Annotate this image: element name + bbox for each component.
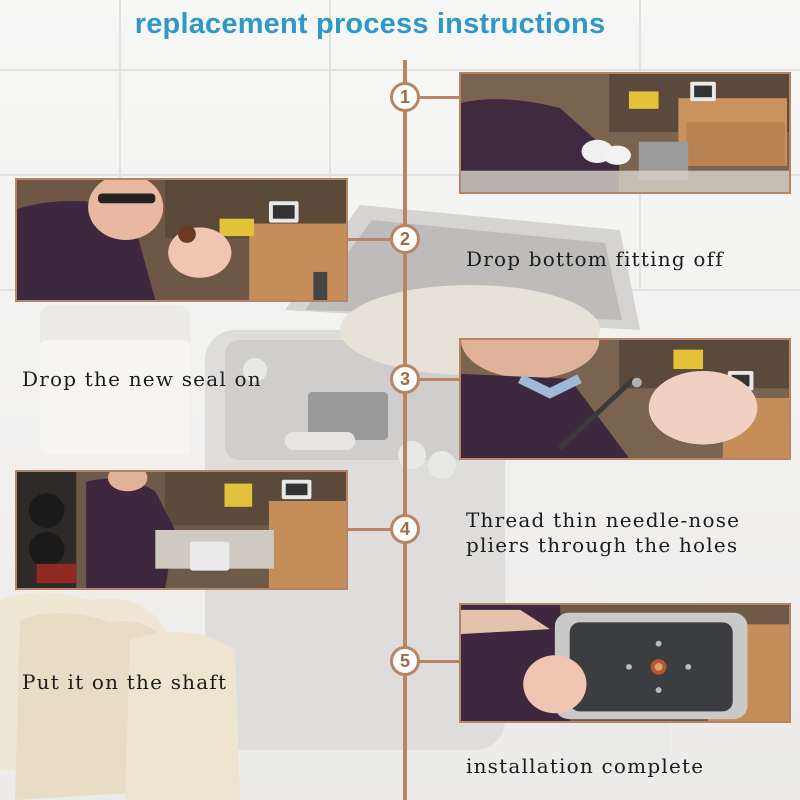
step-2-caption: Drop bottom fitting off: [466, 247, 724, 271]
step-4-caption-line-2: pliers through the holes: [466, 533, 739, 557]
step-5-left-caption: Put it on the shaft: [22, 670, 228, 694]
step-3-left-caption: Drop the new seal on: [22, 367, 262, 391]
man-removing-part-photo: [459, 72, 791, 194]
pliers-holding-seal-photo: [459, 338, 791, 460]
step-5-badge: 5: [390, 646, 420, 676]
step-2-connector: [348, 238, 390, 241]
timeline-line: [403, 60, 407, 800]
step-4-badge: 4: [390, 514, 420, 544]
step-1-connector: [420, 96, 460, 99]
step-5-connector: [420, 660, 460, 663]
bread-pan-closeup-photo: [459, 603, 791, 723]
step-4-caption-line-1: Thread thin needle-nose: [466, 508, 741, 532]
step-2-badge: 2: [390, 224, 420, 254]
page-title: replacement process instructions: [134, 8, 606, 40]
man-at-workbench-photo: [15, 470, 348, 590]
man-holding-fitting-photo: [15, 178, 348, 302]
step-3-badge: 3: [390, 364, 420, 394]
step-1-badge: 1: [390, 82, 420, 112]
step-5-caption: installation complete: [466, 754, 705, 778]
step-3-connector: [420, 378, 460, 381]
step-4-connector: [348, 528, 390, 531]
